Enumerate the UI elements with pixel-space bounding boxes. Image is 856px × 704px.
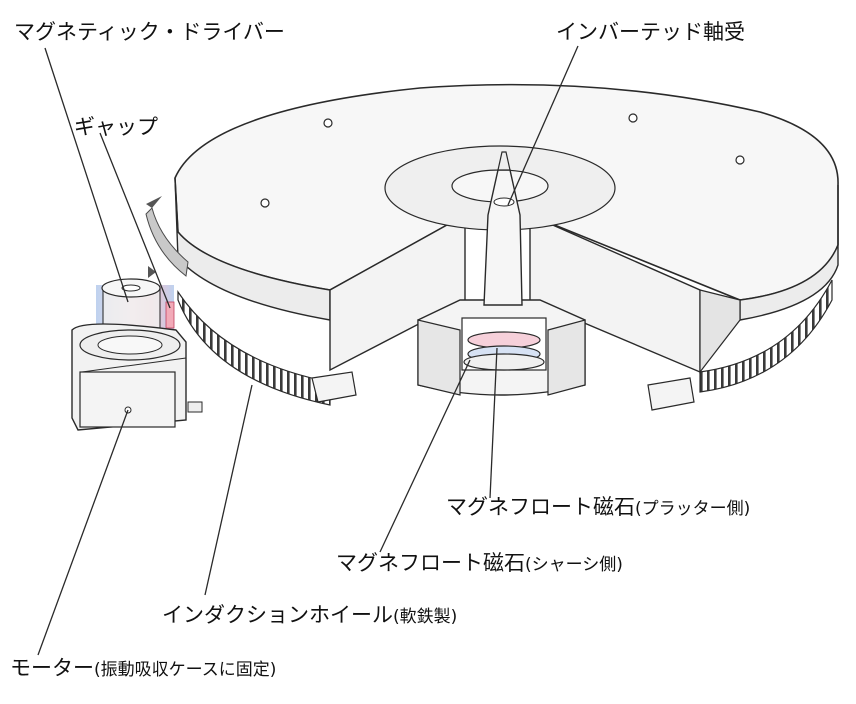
label-float-magnet-chassis-main: マグネフロート磁石 <box>336 551 525 575</box>
feet <box>311 371 695 411</box>
hole <box>260 198 270 208</box>
label-float-magnet-platter: マグネフロート磁石(プラッター側) <box>446 497 750 518</box>
label-float-magnet-platter-note: (プラッター側) <box>635 499 751 519</box>
label-magnetic-driver: マグネティック・ドライバー <box>14 20 285 44</box>
hole <box>323 118 333 128</box>
label-inverted-bearing: インバーテッド軸受 <box>556 20 745 44</box>
leader-lines <box>37 45 579 656</box>
label-induction-wheel-main: インダクションホイール <box>162 603 393 627</box>
label-motor: モーター(振動吸収ケースに固定) <box>10 658 276 679</box>
induction-wheel-right <box>699 279 833 393</box>
label-motor-note: (振動吸収ケースに固定) <box>94 660 277 680</box>
label-float-magnet-chassis: マグネフロート磁石(シャーシ側) <box>336 553 623 574</box>
label-motor-main: モーター <box>10 656 94 680</box>
label-float-magnet-chassis-note: (シャーシ側) <box>525 555 623 575</box>
label-induction-wheel-note: (軟鉄製) <box>393 607 458 627</box>
motor <box>71 323 203 431</box>
hole <box>628 113 638 123</box>
hole <box>735 155 745 165</box>
bearing-assembly <box>417 151 586 396</box>
label-induction-wheel: インダクションホイール(軟鉄製) <box>162 605 457 626</box>
label-float-magnet-platter-main: マグネフロート磁石 <box>446 495 635 519</box>
label-gap: ギャップ <box>74 115 158 139</box>
gap-arrow <box>145 207 189 277</box>
